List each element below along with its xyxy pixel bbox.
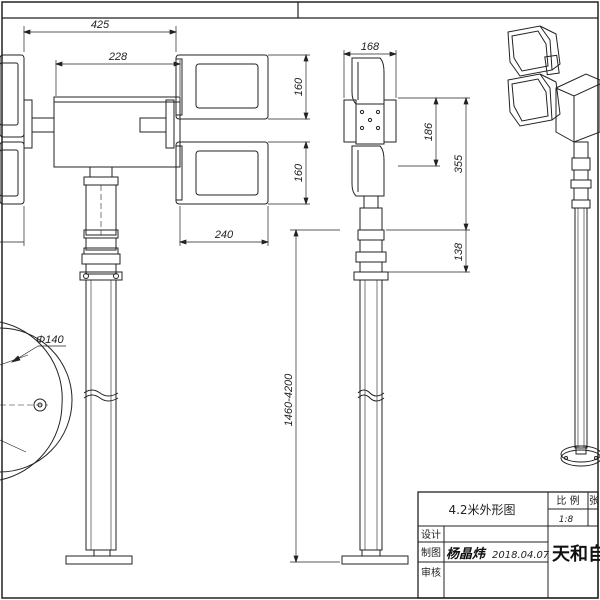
review-label: 审核 [421,566,441,579]
dim-240: 240 [214,229,234,241]
side-dimensions [342,50,470,274]
dim-base-diameter: Φ140 [36,334,64,346]
dim-355: 355 [453,154,465,173]
side-view [341,57,409,565]
front-view [0,54,269,565]
ratio-value: 1:8 [559,515,574,525]
dim-pole-height: 1460-4200 [283,373,295,426]
base-plan-view [0,321,73,481]
sheet-label: 张 [589,495,599,507]
title-block [417,491,599,599]
dim-168: 168 [361,41,380,53]
base-diameter-leader [10,345,66,363]
dim-138: 138 [453,242,465,261]
isometric-view [507,25,600,467]
dim-425: 425 [91,19,110,31]
company-name: 天和自 [552,543,600,565]
ratio-label: 比 例 [556,494,579,507]
drawing-date: 2018.04.07 [492,550,550,561]
front-dimensions [0,26,340,564]
dim-228: 228 [108,51,128,63]
dim-160-upper: 160 [293,77,305,96]
dim-160-lower: 160 [293,163,305,182]
dim-186: 186 [423,122,435,141]
design-label: 设计 [421,528,441,541]
drawer-signature: 杨晶炜 [446,546,487,562]
draw-label: 制图 [421,546,441,559]
title-block-title: 4.2米外形图 [448,503,515,517]
